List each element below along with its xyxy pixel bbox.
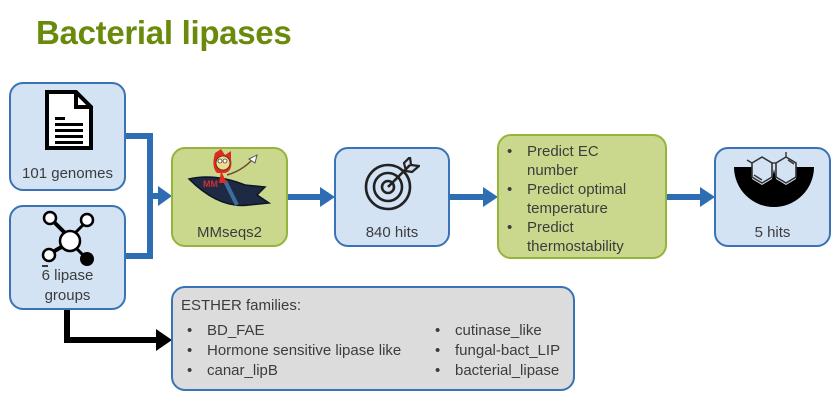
esther-family-item: canar_lipB [181, 361, 429, 381]
hits-840-label: 840 hits [365, 224, 419, 241]
esther-family-item: BD_FAE [181, 321, 429, 341]
page-title: Bacterial lipases [36, 14, 292, 51]
genomes-label: 101 genomes [22, 165, 113, 182]
genomes-node: 101 genomes [9, 82, 126, 191]
mmseqs-rocket-mascot-icon: MM [187, 149, 272, 207]
esther-list-left: BD_FAE Hormone sensitive lipase like can… [181, 321, 429, 381]
enzyme-substrate-icon [734, 152, 814, 207]
esther-heading: ESTHER families: [181, 297, 302, 314]
mmseqs2-node: MM MMseqs2 [171, 147, 288, 247]
esther-families-box: ESTHER families: BD_FAE Hormone sensitiv… [171, 286, 575, 391]
molecule-network-icon [41, 210, 95, 267]
lipase-groups-label-line2: groups [44, 287, 91, 304]
merge-connector [126, 133, 172, 259]
lipase-groups-node: 6 lipase groups [9, 205, 126, 310]
hits-5-label: 5 hits [754, 224, 791, 241]
document-icon [45, 90, 93, 150]
arrow-predict-to-final [667, 187, 715, 207]
arrow-groups-to-esther [64, 310, 172, 351]
esther-family-item: Hormone sensitive lipase like [181, 341, 429, 361]
esther-family-item: bacterial_lipase [429, 361, 560, 381]
arrow-mmseqs-to-hits [288, 187, 335, 207]
target-arrow-icon [364, 157, 420, 211]
hits-840-node: 840 hits [334, 147, 450, 247]
esther-family-item: cutinase_like [429, 321, 560, 341]
mmseqs2-label: MMseqs2 [196, 224, 263, 241]
hits-5-node: 5 hits [714, 147, 831, 247]
esther-list-right: cutinase_like fungal-bact_LIP bacterial_… [429, 321, 560, 381]
svg-text:MM: MM [203, 179, 218, 189]
arrow-hits-to-predict [450, 187, 498, 207]
esther-family-item: fungal-bact_LIP [429, 341, 560, 361]
lipase-groups-label-line1: 6 lipase [41, 267, 94, 284]
